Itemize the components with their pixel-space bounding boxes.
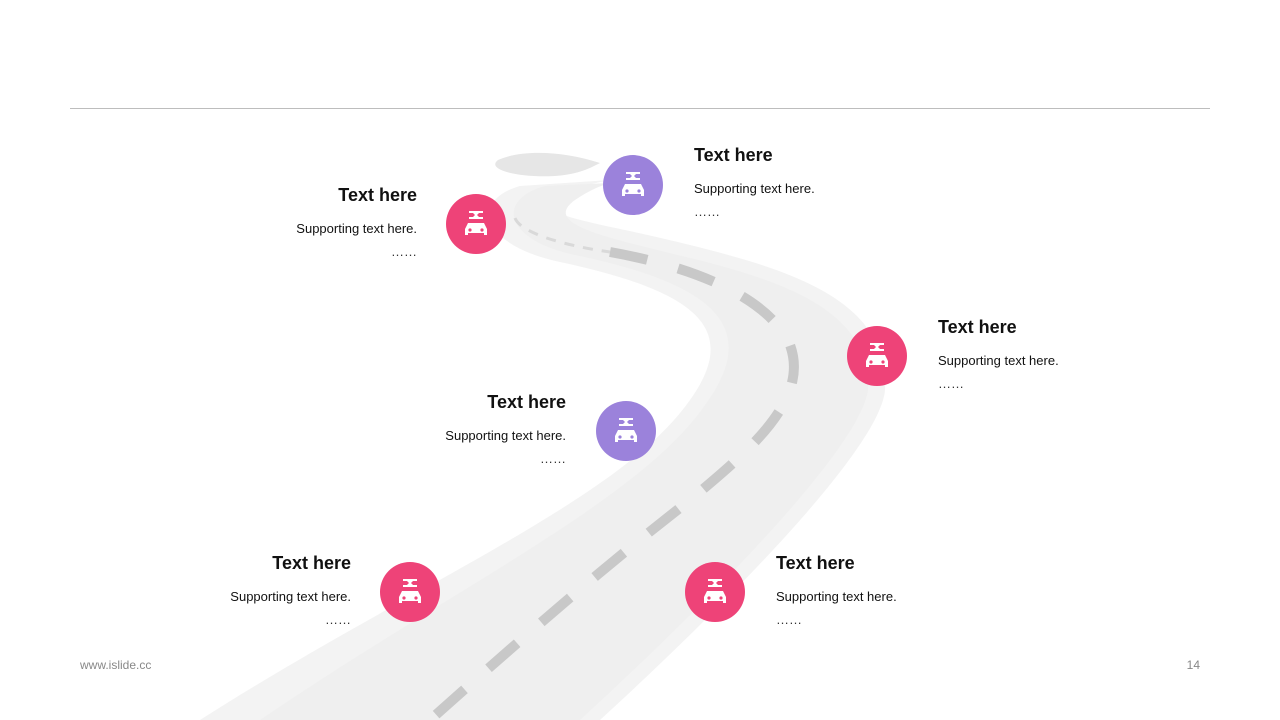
car-repair-icon [622, 172, 644, 196]
milestone-supporting-text: Supporting text here. [230, 589, 351, 604]
milestone-marker-1[interactable] [446, 194, 506, 254]
road-center-line [513, 217, 611, 254]
milestone-marker-5[interactable] [380, 562, 440, 622]
car-repair-icon [399, 579, 421, 603]
milestone-marker-6[interactable] [685, 562, 745, 622]
milestone-marker-2[interactable] [603, 155, 663, 215]
milestone-title: Text here [694, 145, 773, 165]
milestone-4-text: Text here Supporting text here. …… [336, 391, 566, 466]
page-number: 14 [1186, 658, 1200, 672]
car-repair-icon [465, 211, 487, 235]
milestone-3-text: Text here Supporting text here. …… [938, 316, 1168, 391]
road-center-dashes [426, 247, 799, 720]
milestone-title: Text here [338, 185, 417, 205]
milestone-ellipsis: …… [391, 244, 417, 259]
car-repair-icon [704, 579, 726, 603]
milestone-ellipsis: …… [938, 376, 964, 391]
milestone-marker-4[interactable] [596, 401, 656, 461]
milestone-supporting-text: Supporting text here. [296, 221, 417, 236]
milestone-5-text: Text here Supporting text here. …… [121, 552, 351, 627]
milestone-supporting-text: Supporting text here. [445, 428, 566, 443]
milestone-title: Text here [487, 392, 566, 412]
milestone-1-text: Text here Supporting text here. …… [187, 184, 417, 259]
milestone-title: Text here [272, 553, 351, 573]
road-far-tail [495, 152, 600, 177]
milestone-title: Text here [938, 317, 1017, 337]
milestone-6-text: Text here Supporting text here. …… [776, 552, 1006, 627]
milestone-ellipsis: …… [776, 612, 802, 627]
milestone-ellipsis: …… [694, 204, 720, 219]
milestone-supporting-text: Supporting text here. [938, 353, 1059, 368]
car-repair-icon [866, 343, 888, 367]
milestone-supporting-text: Supporting text here. [776, 589, 897, 604]
footer-website[interactable]: www.islide.cc [80, 658, 152, 672]
milestone-ellipsis: …… [540, 451, 566, 466]
milestone-2-text: Text here Supporting text here. …… [694, 144, 924, 219]
header-divider [70, 108, 1210, 109]
milestone-title: Text here [776, 553, 855, 573]
milestone-marker-3[interactable] [847, 326, 907, 386]
milestone-supporting-text: Supporting text here. [694, 181, 815, 196]
car-repair-icon [615, 418, 637, 442]
milestone-ellipsis: …… [325, 612, 351, 627]
